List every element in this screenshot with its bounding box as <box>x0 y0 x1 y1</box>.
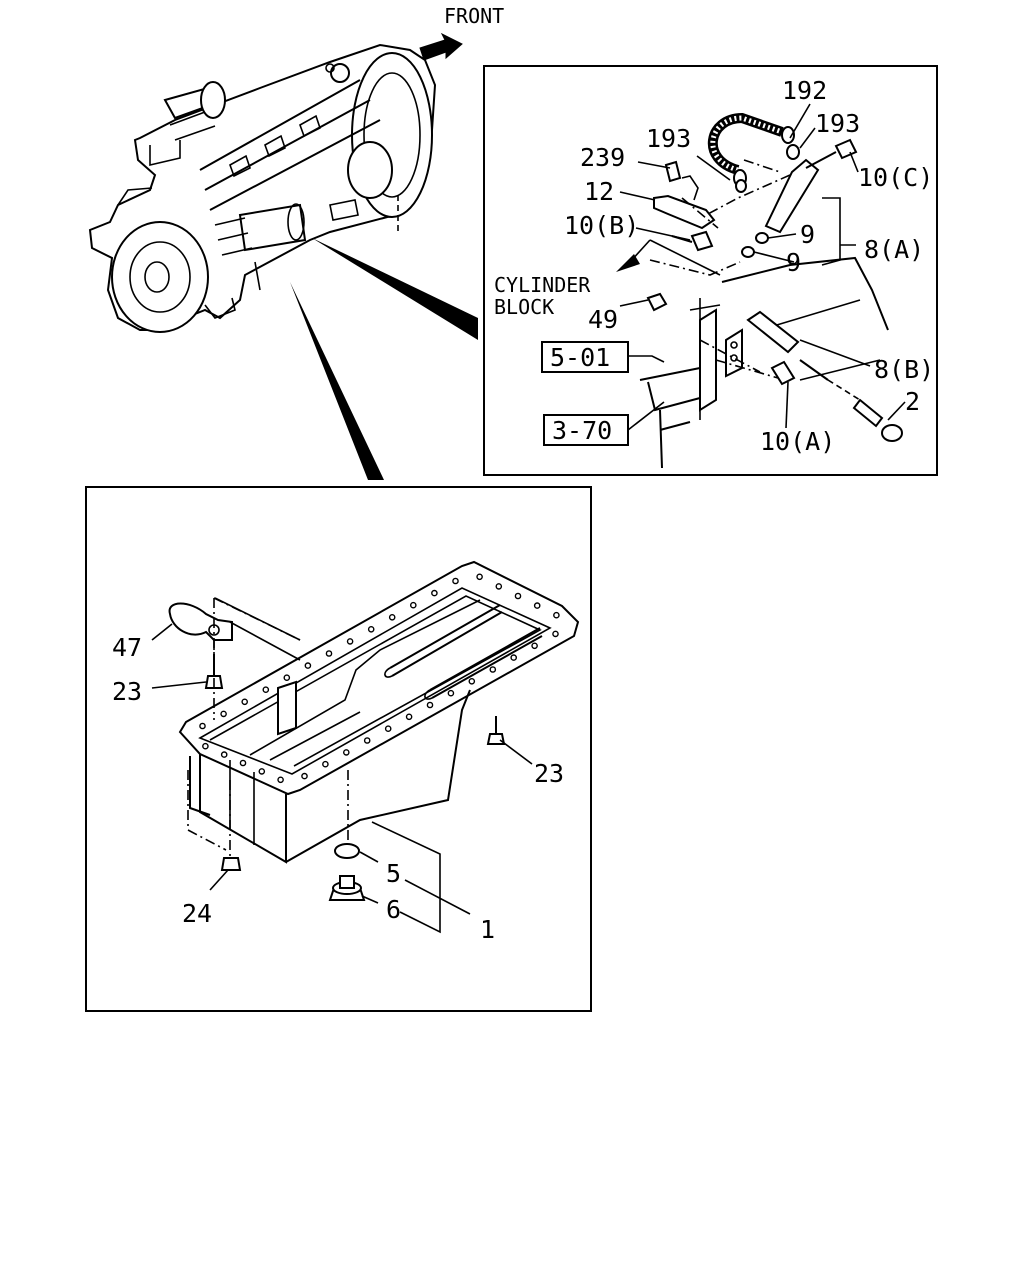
dipstick-handle-icon <box>881 424 903 442</box>
oil-pan-box <box>85 486 592 1012</box>
reference-3-70: 3-70 <box>552 416 612 445</box>
flange-bolt-hole <box>476 573 483 581</box>
flange-bolt-hole <box>239 759 247 767</box>
label-9-b: 9 <box>786 248 801 277</box>
nut-49-icon <box>646 292 668 312</box>
flange-bolt-hole <box>533 602 541 609</box>
flange-bolt-hole <box>283 674 291 682</box>
flange-bolt-hole <box>322 760 329 768</box>
gasket-47-icon <box>168 602 233 641</box>
reference-box-5-01 <box>541 341 629 373</box>
flange-bolt-hole <box>325 650 333 657</box>
flange-bolt-hole <box>258 768 266 775</box>
flange-bolt-holes <box>199 573 560 784</box>
label-8a: 8(A) <box>864 235 924 264</box>
flange-bolt-hole <box>262 686 270 694</box>
o-ring-9-upper-icon <box>755 232 769 244</box>
flange-bolt-hole <box>304 662 312 669</box>
o-ring-9-lower-icon <box>741 246 755 258</box>
washer-5-icon <box>334 843 360 859</box>
cylinder-block-arrow-icon <box>616 254 640 272</box>
reference-5-01: 5-01 <box>550 343 610 372</box>
label-193-a: 193 <box>646 124 691 153</box>
label-6: 6 <box>386 895 401 924</box>
detail-leader-lines <box>619 103 906 431</box>
reference-box-3-70 <box>543 414 629 446</box>
flange-bolt-hole <box>241 698 248 706</box>
label-10a: 10(A) <box>760 427 835 456</box>
flange-bolt-hole <box>426 701 434 709</box>
flange-bolt-hole <box>220 710 227 718</box>
oil-pan-illustration <box>178 560 580 864</box>
dipstick-2-shaft <box>799 359 829 381</box>
flange-bolt-hole <box>447 689 455 697</box>
flange-bolt-hole <box>510 654 518 661</box>
engine-illustration <box>88 43 437 333</box>
label-5: 5 <box>386 859 401 888</box>
label-239: 239 <box>580 143 625 172</box>
oil-pan-leader-wedge <box>290 282 384 480</box>
label-10b: 10(B) <box>564 211 639 240</box>
label-12: 12 <box>584 177 614 206</box>
flange-bolt-hole <box>388 614 396 621</box>
flange-bolt-hole <box>452 577 459 585</box>
label-23-b: 23 <box>534 759 564 788</box>
flange-bolt-hole <box>531 642 538 650</box>
flange-bolt-hole <box>489 666 497 673</box>
flange-bolt-hole <box>468 678 476 685</box>
clip-193-lower-icon <box>735 179 747 193</box>
label-1: 1 <box>480 915 495 944</box>
flange-bolt-hole <box>199 722 206 730</box>
flange-bolt-hole <box>553 611 560 619</box>
label-23-a: 23 <box>112 677 142 706</box>
flange-bolt-hole <box>202 742 209 750</box>
label-8b: 8(B) <box>874 355 934 384</box>
flange-bolt-hole <box>405 713 413 721</box>
bolt-10a-icon <box>770 360 796 386</box>
label-49: 49 <box>588 305 618 334</box>
flange-bolt-hole <box>363 737 371 744</box>
flange-bolt-hole <box>384 725 392 733</box>
cylinder-block-leader <box>649 239 721 276</box>
bracket-plate <box>699 308 717 412</box>
tube-8b-icon <box>746 310 800 354</box>
flange-bolt-hole <box>409 601 417 609</box>
flange-bolt-hole <box>367 626 375 633</box>
clip-193-icon <box>786 144 800 160</box>
label-193-b: 193 <box>815 109 860 138</box>
label-cylinder: CYLINDER <box>494 273 591 297</box>
label-47: 47 <box>112 633 142 662</box>
drain-plug-6-icon <box>328 875 366 901</box>
bolt-10b-icon <box>690 230 714 252</box>
front-label: FRONT <box>444 4 504 28</box>
flange-bolt-hole <box>514 592 522 600</box>
label-192: 192 <box>782 76 827 105</box>
label-2: 2 <box>905 387 920 416</box>
front-arrow-icon <box>419 32 463 61</box>
flange-bolt-hole <box>495 583 503 590</box>
bolt-10c-icon <box>834 138 858 160</box>
detail-box <box>483 65 938 476</box>
fitting-239-icon <box>664 160 682 183</box>
flange-bolt-hole <box>277 776 284 784</box>
bracket-12-icon <box>653 194 716 230</box>
label-10c: 10(C) <box>858 163 933 192</box>
flange-bolt-hole <box>301 772 308 780</box>
label-block: BLOCK <box>494 295 554 319</box>
nut-24-icon <box>220 857 242 871</box>
flange-bolt-hole <box>346 638 354 645</box>
guide-tube-8a-icon <box>764 158 820 234</box>
flange-bolt-hole <box>431 589 438 597</box>
flange-bolt-hole <box>552 630 559 638</box>
bolt-23-right-icon <box>486 716 506 745</box>
flange-bolt-hole <box>220 751 228 758</box>
flange-bolt-hole <box>342 749 350 756</box>
label-9-a: 9 <box>800 220 815 249</box>
detail-leader-wedge <box>312 238 478 340</box>
oil-pan-leader-lines <box>151 597 533 934</box>
label-24: 24 <box>182 899 212 928</box>
